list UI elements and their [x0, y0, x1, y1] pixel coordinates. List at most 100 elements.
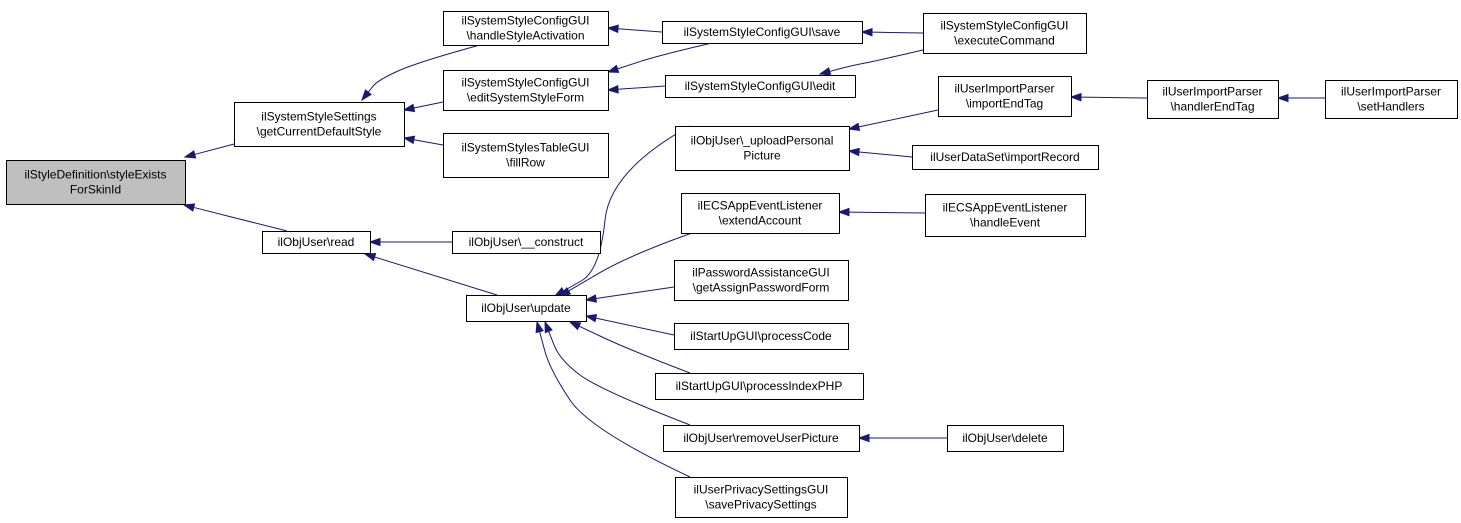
edge-objUserDelete-to-removeUserPicture: [857, 433, 947, 443]
node-processIndexPHP[interactable]: ilStartUpGUI\processIndexPHP: [655, 373, 864, 400]
node-box: [912, 145, 1099, 170]
edge-line: [858, 151, 913, 158]
edge-update-to-objUserRead: [363, 252, 498, 296]
edge-line: [413, 139, 444, 146]
edge-importEndTag-to-uploadPersonalPicture: [847, 109, 939, 132]
node-box: [663, 425, 860, 452]
node-label: ilSystemStylesTableGUI: [461, 141, 589, 155]
edge-setHandlers-to-handlerEndTag: [1276, 93, 1325, 103]
node-importEndTag[interactable]: ilUserImportParser\importEndTag: [938, 76, 1072, 117]
node-objUserDelete[interactable]: ilObjUser\delete: [947, 425, 1064, 452]
edge-removeUserPicture-to-update: [544, 320, 691, 426]
node-box: [262, 231, 371, 254]
node-label: Picture: [743, 149, 781, 163]
edge-layer: [182, 24, 1325, 478]
node-label: ForSkinId: [70, 183, 121, 197]
node-box: [1147, 80, 1279, 119]
edge-line: [578, 325, 691, 374]
node-label: ilUserImportParser: [1162, 85, 1262, 99]
edge-executeCommand-to-edit: [818, 49, 924, 76]
node-box: [947, 425, 1064, 452]
edge-line: [617, 85, 666, 90]
arrowhead-icon: [847, 122, 861, 132]
node-label: ilUserImportParser: [954, 82, 1054, 96]
edge-line: [539, 331, 691, 478]
arrowhead-icon: [584, 294, 598, 303]
node-label: \extendAccount: [719, 214, 802, 228]
node-label: \savePrivacySettings: [705, 498, 816, 512]
edge-processCode-to-update: [584, 314, 675, 336]
edge-line: [193, 206, 288, 232]
node-extendAccount[interactable]: ilECSAppEventListener\extendAccount: [681, 193, 840, 234]
node-editSystemStyleForm[interactable]: ilSystemStyleConfigGUI\editSystemStyleFo…: [443, 70, 609, 111]
node-label: ilObjUser\__construct: [469, 235, 584, 249]
node-save[interactable]: ilSystemStyleConfigGUI\save: [662, 21, 863, 44]
node-handleEvent[interactable]: ilECSAppEventListener\handleEvent: [925, 194, 1086, 237]
arrowhead-icon: [860, 27, 873, 37]
edge-line: [194, 142, 239, 155]
node-getAssignPasswordForm[interactable]: ilPasswordAssistanceGUI\getAssignPasswor…: [674, 260, 849, 301]
node-update[interactable]: ilObjUser\update: [466, 295, 587, 322]
node-processCode[interactable]: ilStartUpGUI\processCode: [674, 323, 849, 350]
node-label: \importEndTag: [966, 97, 1043, 111]
node-edit[interactable]: ilSystemStyleConfigGUI\edit: [665, 75, 856, 98]
edge-handleEvent-to-extendAccount: [837, 207, 926, 217]
edge-savePrivacySettings-to-update: [535, 320, 691, 478]
node-label: ilSystemStyleConfigGUI: [461, 14, 589, 28]
edge-line: [563, 125, 691, 292]
edge-line: [595, 286, 675, 300]
node-box: [665, 75, 856, 98]
edge-getAssignPasswordForm-to-update: [584, 286, 675, 303]
node-box: [675, 477, 848, 518]
node-label: \fillRow: [506, 156, 545, 170]
node-removeUserPicture[interactable]: ilObjUser\removeUserPicture: [663, 425, 860, 452]
edge-line: [595, 317, 675, 336]
arrowhead-icon: [183, 150, 197, 159]
edge-processIndexPHP-to-update: [568, 321, 691, 374]
node-fillRow[interactable]: ilSystemStylesTableGUI\fillRow: [443, 133, 609, 178]
node-box: [6, 160, 186, 205]
node-executeCommand[interactable]: ilSystemStyleConfigGUI\executeCommand: [923, 13, 1087, 54]
arrowhead-icon: [363, 252, 377, 262]
node-handlerEndTag[interactable]: ilUserImportParser\handlerEndTag: [1147, 80, 1279, 119]
node-handleStyleActivation[interactable]: ilSystemStyleConfigGUI\handleStyleActiva…: [443, 11, 609, 46]
arrowhead-icon: [847, 147, 860, 157]
node-label: \handleStyleActivation: [466, 29, 584, 43]
edge-handleStyleActivation-to-getCurrentDefaultStyle: [361, 44, 481, 102]
edge-line: [617, 42, 713, 70]
node-label: \handleEvent: [970, 216, 1041, 230]
node-importRecord[interactable]: ilUserDataSet\importRecord: [912, 145, 1099, 170]
node-construct[interactable]: ilObjUser\__construct: [452, 231, 601, 254]
arrowhead-icon: [1276, 93, 1289, 103]
edge-save-to-editSystemStyleForm: [606, 42, 713, 73]
node-label: ilUserPrivacySettingsGUI: [694, 483, 829, 497]
node-label: ilSystemStyleSettings: [261, 110, 376, 124]
node-label: \handlerEndTag: [1170, 100, 1254, 114]
node-label: ilStartUpGUI\processCode: [690, 329, 832, 343]
edge-edit-to-editSystemStyleForm: [606, 84, 666, 94]
edge-save-to-handleStyleActivation: [606, 24, 663, 34]
node-setHandlers[interactable]: ilUserImportParser\setHandlers: [1325, 80, 1458, 119]
edge-line: [548, 331, 691, 426]
node-objUserRead[interactable]: ilObjUser\read: [262, 231, 371, 254]
edge-getCurrentDefaultStyle-to-root: [183, 142, 239, 159]
edge-line: [617, 28, 663, 33]
arrowhead-icon: [606, 64, 620, 73]
node-box: [923, 13, 1087, 54]
node-getCurrentDefaultStyle[interactable]: ilSystemStyleSettings\getCurrentDefaultS…: [234, 102, 405, 147]
node-label: ilObjUser\read: [278, 235, 355, 249]
node-box: [1325, 80, 1458, 119]
node-box: [675, 126, 850, 171]
node-savePrivacySettings[interactable]: ilUserPrivacySettingsGUI\savePrivacySett…: [675, 477, 848, 518]
node-box: [443, 133, 609, 178]
node-label: ilECSAppEventListener: [698, 199, 823, 213]
arrowhead-icon: [402, 135, 416, 145]
node-label: ilSystemStyleConfigGUI: [940, 19, 1068, 33]
edge-fillRow-to-getCurrentDefaultStyle: [402, 135, 444, 146]
arrowhead-icon: [535, 320, 544, 334]
edge-construct-to-objUserRead: [368, 237, 452, 247]
arrowhead-icon: [361, 89, 372, 102]
